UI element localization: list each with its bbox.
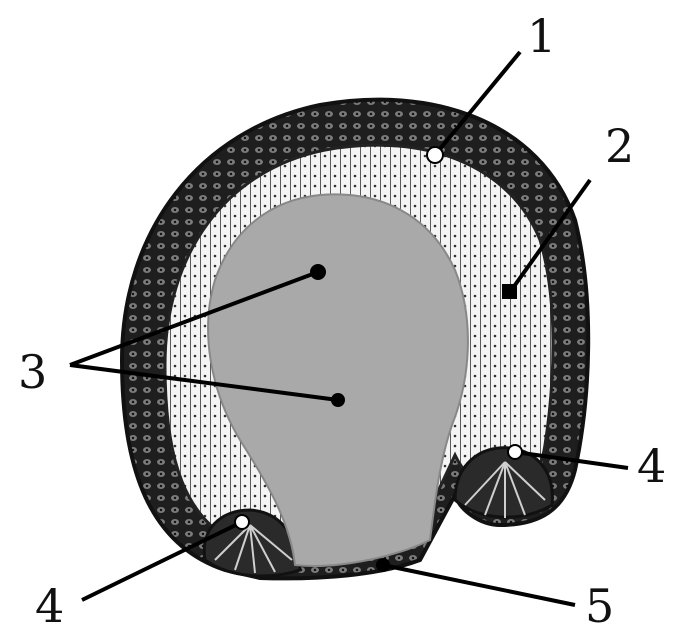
label-4-left: 4 — [35, 579, 64, 633]
label-3: 3 — [18, 345, 47, 399]
label-2: 2 — [605, 119, 634, 173]
label-4-right: 4 — [637, 439, 666, 493]
dot-5 — [376, 558, 390, 572]
dot-2 — [502, 284, 517, 299]
label-5: 5 — [585, 579, 614, 633]
dot-4-right — [508, 445, 522, 459]
label-1: 1 — [527, 9, 556, 63]
dot-3a — [310, 264, 326, 280]
dot-4-left — [235, 515, 249, 529]
dot-3b — [331, 393, 345, 407]
pointer-5 — [383, 565, 575, 605]
dot-1 — [427, 147, 443, 163]
